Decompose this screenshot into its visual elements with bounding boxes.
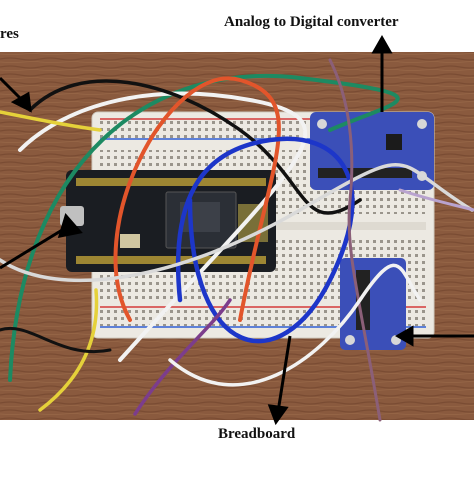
label-analog-to-digital-converter: Analog to Digital converter	[224, 14, 399, 30]
annotation-arrows	[0, 34, 474, 426]
arrow-breadboard	[276, 335, 292, 413]
microcontroller-board	[60, 170, 276, 272]
label-breadboard: Breadboard	[218, 426, 296, 442]
arrow-wires	[0, 76, 24, 102]
jumper-wires	[0, 58, 474, 422]
label-wires: res	[0, 26, 19, 42]
